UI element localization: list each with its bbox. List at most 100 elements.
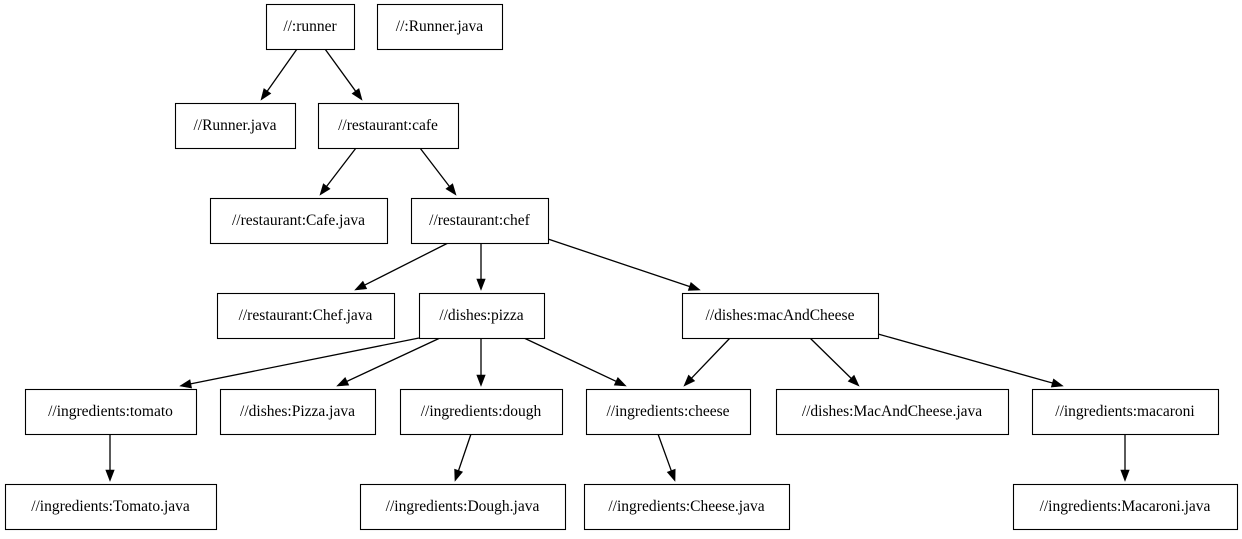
node-label: //ingredients:tomato (48, 403, 173, 420)
graph-edge (105, 434, 115, 482)
graph-node[interactable]: //:runner (265, 3, 356, 51)
graph-node[interactable]: //ingredients:dough (399, 388, 564, 436)
graph-node[interactable]: //restaurant:chef (410, 197, 550, 245)
edge-line (265, 48, 298, 93)
graph-edge (179, 337, 420, 389)
graph-node[interactable]: //ingredients:cheese (585, 388, 752, 436)
graph-node[interactable]: //dishes:Pizza.java (219, 388, 377, 436)
graph-node[interactable]: //restaurant:Chef.java (216, 292, 396, 340)
edge-arrowhead-icon (666, 468, 676, 482)
node-box[interactable] (376, 3, 504, 51)
node-label: //dishes:macAndCheese (706, 307, 855, 324)
edge-line (457, 433, 472, 473)
graph-edge (476, 243, 486, 291)
graph-node[interactable]: //:Runner.java (376, 3, 504, 51)
edge-line (547, 238, 692, 288)
graph-node[interactable]: //restaurant:Cafe.java (209, 197, 389, 245)
node-box[interactable] (418, 292, 546, 340)
edge-line (324, 48, 357, 93)
graph-edge (336, 337, 441, 387)
graph-node[interactable]: //dishes:MacAndCheese.java (775, 388, 1010, 436)
graph-edge (354, 242, 449, 291)
graph-edge (809, 337, 860, 387)
graph-edge (260, 48, 298, 101)
node-label: //ingredients:cheese (606, 403, 729, 420)
edge-arrowhead-icon (476, 278, 486, 291)
node-box[interactable] (24, 388, 198, 436)
node-box[interactable] (585, 388, 752, 436)
graph-edge (419, 147, 457, 196)
graph-edge (657, 433, 676, 482)
node-box[interactable] (265, 3, 356, 51)
edge-line (345, 337, 441, 383)
node-box[interactable] (775, 388, 1010, 436)
node-label: //dishes:MacAndCheese.java (802, 403, 982, 420)
graph-node[interactable]: //ingredients:macaroni (1031, 388, 1220, 436)
edge-arrowhead-icon (351, 88, 363, 101)
edge-arrowhead-icon (105, 469, 115, 482)
graph-edge (877, 333, 1064, 388)
graph-node[interactable]: //ingredients:tomato (24, 388, 198, 436)
edge-layer (105, 48, 1130, 482)
graph-edge (547, 238, 701, 291)
node-label: //ingredients:dough (421, 403, 542, 420)
node-label: //:Runner.java (396, 18, 484, 35)
edge-line (419, 147, 451, 188)
edge-line (877, 333, 1055, 385)
node-box[interactable] (583, 483, 791, 531)
node-label: //dishes:Pizza.java (240, 403, 355, 420)
edge-line (523, 337, 618, 383)
edge-line (363, 242, 449, 287)
edge-line (657, 433, 673, 473)
node-label: //restaurant:Chef.java (239, 307, 373, 324)
node-label: //restaurant:cafe (338, 117, 438, 134)
edge-line (325, 147, 357, 188)
edge-arrowhead-icon (454, 468, 464, 482)
node-label: //restaurant:chef (429, 212, 531, 229)
graph-edge (319, 147, 357, 196)
node-box[interactable] (174, 102, 297, 150)
graph-node[interactable]: //Runner.java (174, 102, 297, 150)
edge-line (809, 337, 853, 380)
node-label: //restaurant:Cafe.java (232, 212, 365, 229)
graph-node[interactable]: //ingredients:Tomato.java (4, 483, 218, 531)
node-box[interactable] (399, 388, 564, 436)
graph-node[interactable]: //ingredients:Dough.java (359, 483, 567, 531)
node-box[interactable] (4, 483, 218, 531)
node-layer: //:runner //:Runner.java //Runner.java //re… (4, 3, 1239, 531)
graph-edge (324, 48, 363, 101)
node-box[interactable] (209, 197, 389, 245)
graph-node[interactable]: //restaurant:cafe (317, 102, 460, 150)
graph-node[interactable]: //dishes:macAndCheese (681, 292, 880, 340)
edge-arrowhead-icon (1050, 378, 1064, 388)
edge-arrowhead-icon (476, 374, 486, 387)
edge-arrowhead-icon (687, 282, 701, 291)
node-label: //Runner.java (193, 117, 276, 134)
node-box[interactable] (219, 388, 377, 436)
node-box[interactable] (1031, 388, 1220, 436)
node-box[interactable] (216, 292, 396, 340)
graph-edge (683, 337, 731, 387)
graph-node[interactable]: //dishes:pizza (418, 292, 546, 340)
node-box[interactable] (1012, 483, 1239, 531)
edge-arrowhead-icon (260, 88, 272, 101)
edge-arrowhead-icon (683, 374, 696, 387)
node-label: //ingredients:macaroni (1055, 403, 1195, 420)
edge-arrowhead-icon (179, 379, 192, 389)
node-label: //dishes:pizza (439, 307, 523, 324)
node-box[interactable] (410, 197, 550, 245)
node-box[interactable] (359, 483, 567, 531)
edge-line (690, 337, 731, 380)
edge-arrowhead-icon (336, 377, 350, 387)
edge-arrowhead-icon (354, 280, 368, 291)
graph-node[interactable]: //ingredients:Cheese.java (583, 483, 791, 531)
edge-arrowhead-icon (847, 374, 860, 387)
graph-edge (454, 433, 472, 482)
node-label: //ingredients:Tomato.java (31, 498, 190, 515)
graph-node[interactable]: //ingredients:Macaroni.java (1012, 483, 1239, 531)
node-box[interactable] (317, 102, 460, 150)
node-label: //:runner (283, 18, 337, 35)
node-box[interactable] (681, 292, 880, 340)
